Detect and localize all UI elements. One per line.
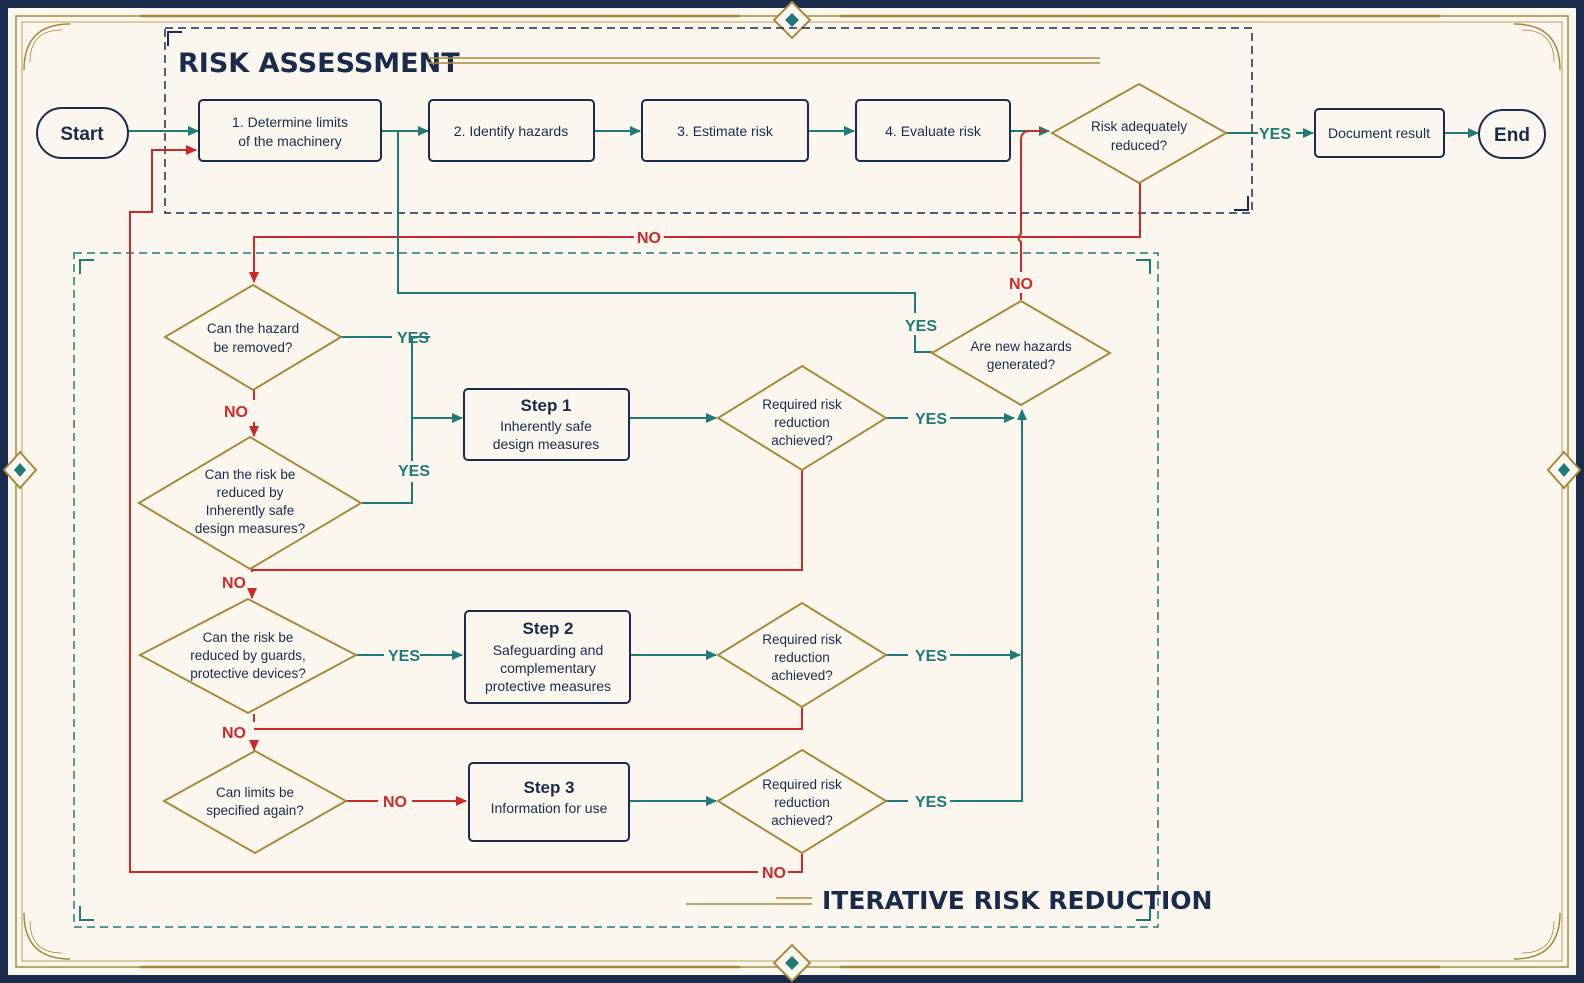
guards-decision: Can the risk be reduced by guards, prote…	[137, 597, 359, 715]
achieved3-line1: Required risk	[762, 777, 842, 792]
step2-desc-line3: protective measures	[485, 678, 611, 694]
guards-line1: Can the risk be	[203, 630, 294, 645]
achieved-decision-2: Required risk reduction achieved?	[716, 601, 888, 709]
document-result-box: Document result	[1314, 108, 1445, 158]
achieved-decision-3: Required risk reduction achieved?	[716, 748, 888, 855]
yes-label-hazard-removed: YES	[397, 330, 429, 347]
yes-label-achieved1: YES	[915, 411, 947, 428]
limits-again-decision: Can limits be specified again?	[161, 749, 349, 855]
connectors	[128, 126, 1479, 873]
achieved3-line3: achieved?	[771, 813, 833, 828]
adequately-reduced-line2: reduced?	[1111, 138, 1167, 153]
inherently-safe-line1: Can the risk be	[205, 467, 296, 482]
risk-assessment-title: RISK ASSESSMENT	[178, 48, 460, 79]
inherently-safe-line3: Inherently safe	[206, 503, 295, 518]
new-hazards-decision: Are new hazards generated?	[930, 299, 1112, 407]
document-result-label: Document result	[1328, 125, 1430, 141]
yes-label-inherently: YES	[398, 463, 430, 480]
hazard-removed-line1: Can the hazard	[207, 321, 299, 336]
achieved1-line1: Required risk	[762, 397, 842, 412]
step1-desc-line1: Inherently safe	[500, 418, 592, 434]
yes-label-new-hazards: YES	[905, 318, 937, 335]
inherently-safe-line2: reduced by	[217, 485, 284, 500]
achieved2-line2: reduction	[774, 650, 830, 665]
step3-box: Step 3 Information for use	[468, 762, 630, 842]
no-label-new-hazards: NO	[1009, 276, 1033, 293]
title-rule-bottom	[686, 897, 812, 905]
evaluate-risk-box: 4. Evaluate risk	[855, 99, 1011, 162]
no-label-inherently: NO	[222, 575, 246, 592]
achieved1-line2: reduction	[774, 415, 830, 430]
iterative-risk-reduction-title: ITERATIVE RISK REDUCTION	[822, 886, 1212, 915]
achieved2-line3: achieved?	[771, 668, 833, 683]
step1-box: Step 1 Inherently safe design measures	[463, 388, 630, 461]
inherently-safe-line4: design measures?	[195, 521, 305, 536]
step2-box: Step 2 Safeguarding and complementary pr…	[464, 610, 631, 704]
flow-labels: YES NO NO YES YES NO YES YES NO YES YES …	[222, 126, 1291, 882]
no-label-guards: NO	[222, 725, 246, 742]
adequately-reduced-line1: Risk adequately	[1091, 119, 1187, 134]
yes-label-achieved3: YES	[915, 794, 947, 811]
yes-label-adequate: YES	[1259, 126, 1291, 143]
step2-desc-line2: complementary	[500, 660, 596, 676]
achieved-decision-1: Required risk reduction achieved?	[716, 364, 888, 472]
step3-title: Step 3	[523, 778, 574, 797]
estimate-risk-box: 3. Estimate risk	[641, 99, 809, 162]
start-terminal: Start	[36, 107, 129, 159]
step2-title: Step 2	[522, 619, 573, 638]
identify-hazards-box: 2. Identify hazards	[428, 99, 595, 162]
guards-line3: protective devices?	[190, 666, 306, 681]
guards-line2: reduced by guards,	[190, 648, 306, 663]
limits-again-line2: specified again?	[206, 803, 304, 818]
achieved2-line1: Required risk	[762, 632, 842, 647]
new-hazards-line1: Are new hazards	[970, 339, 1072, 354]
limits-again-line1: Can limits be	[216, 785, 294, 800]
step3-desc-line1: Information for use	[491, 800, 608, 816]
yes-label-guards: YES	[388, 648, 420, 665]
no-label-adequate: NO	[637, 230, 661, 247]
determine-limits-box: 1. Determine limits of the machinery	[198, 99, 382, 162]
iterative-risk-reduction-frame	[73, 252, 1159, 928]
end-terminal: End	[1478, 109, 1546, 159]
evaluate-risk-label: 4. Evaluate risk	[885, 123, 982, 139]
determine-limits-line2: of the machinery	[238, 133, 342, 149]
step1-title: Step 1	[520, 396, 571, 415]
no-label-limits: NO	[383, 794, 407, 811]
step2-desc-line1: Safeguarding and	[493, 642, 604, 658]
achieved3-line2: reduction	[774, 795, 830, 810]
estimate-risk-label: 3. Estimate risk	[677, 123, 774, 139]
new-hazards-line2: generated?	[987, 357, 1055, 372]
title-rule-top	[428, 57, 1100, 64]
risk-assessment-frame	[164, 27, 1253, 214]
risk-adequately-reduced-decision: Risk adequately reduced?	[1049, 82, 1229, 185]
yes-label-achieved2: YES	[915, 648, 947, 665]
no-label-achieved3: NO	[762, 865, 786, 882]
no-label-hazard-removed: NO	[224, 404, 248, 421]
frame-corner-brackets	[79, 31, 1249, 921]
step1-desc-line2: design measures	[493, 436, 600, 452]
start-label: Start	[60, 124, 104, 145]
hazard-removed-decision: Can the hazard be removed?	[163, 283, 343, 392]
determine-limits-line1: 1. Determine limits	[232, 114, 348, 130]
identify-hazards-label: 2. Identify hazards	[454, 123, 568, 139]
end-label: End	[1494, 125, 1530, 146]
hazard-removed-line2: be removed?	[214, 340, 293, 355]
inherently-safe-decision: Can the risk be reduced by Inherently sa…	[137, 435, 363, 571]
achieved1-line3: achieved?	[771, 433, 833, 448]
